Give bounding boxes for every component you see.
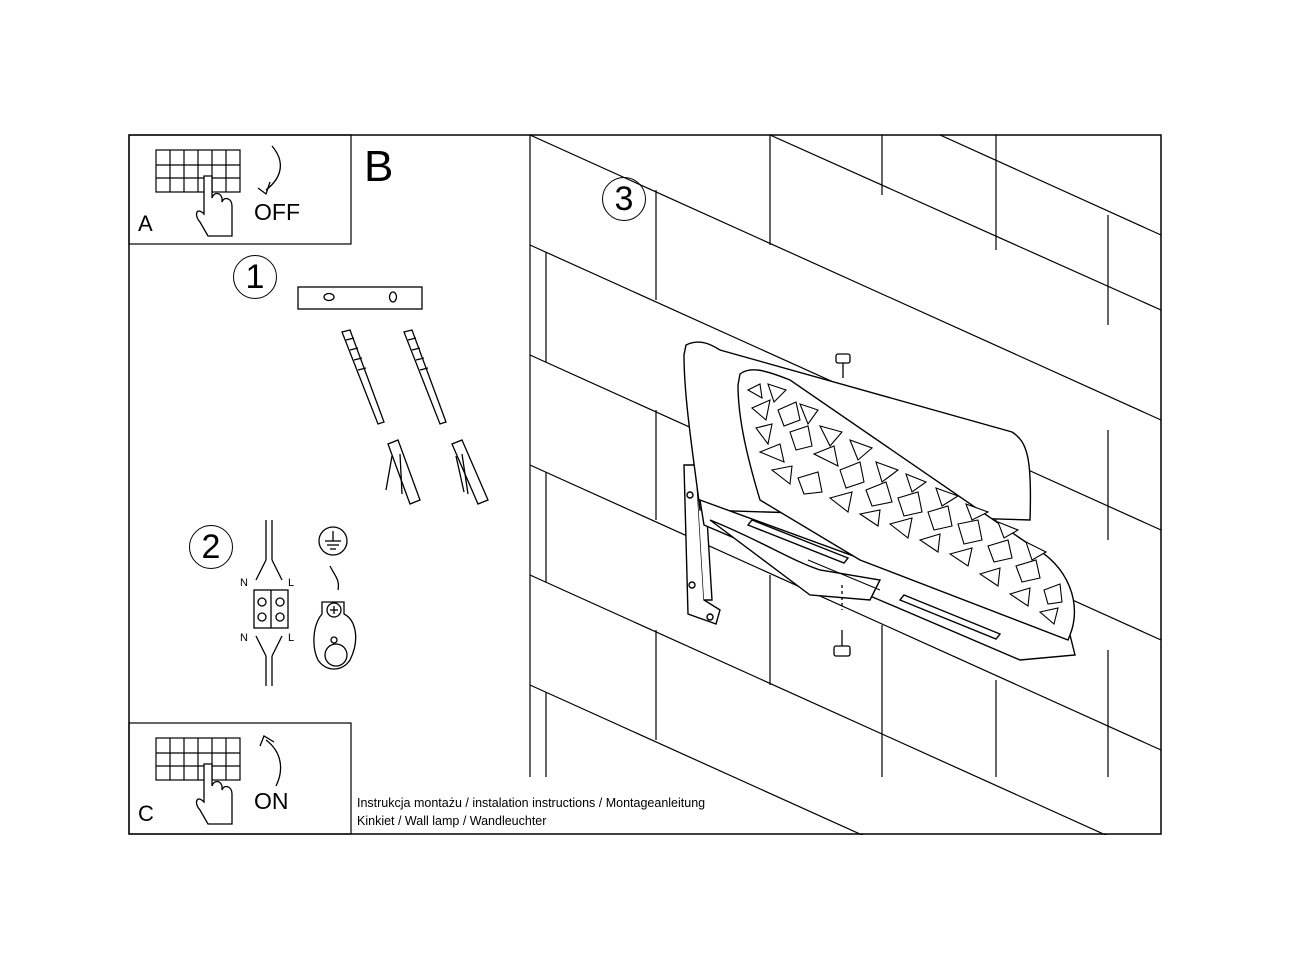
- caption-line-1: Instrukcja montażu / instalation instruc…: [357, 796, 706, 810]
- hand-icon: [195, 763, 233, 825]
- shade-pattern: [746, 383, 1063, 625]
- step-2-badge: 2: [189, 525, 233, 569]
- circuit-breaker-icon: [155, 737, 241, 781]
- wall-plug-icon: [385, 439, 489, 505]
- wire-l-bottom: L: [288, 632, 295, 644]
- off-label: OFF: [254, 199, 300, 225]
- on-label: ON: [254, 788, 289, 814]
- wire-l-top: L: [288, 577, 295, 589]
- mounting-bar: [297, 286, 423, 310]
- panel-c-letter: C: [138, 801, 154, 826]
- panel-c-frame: [128, 722, 352, 835]
- panel-a-frame: [128, 134, 352, 245]
- wire-n-bottom: N: [240, 632, 248, 644]
- outer-frame: [128, 134, 1162, 835]
- ground-symbol-icon: [313, 526, 357, 670]
- screw-icon: [341, 329, 447, 425]
- terminal-block-icon: [253, 520, 289, 686]
- wire-n-top: N: [240, 577, 248, 589]
- screw-icon: [833, 353, 851, 657]
- arrow-up-icon: [259, 735, 282, 787]
- section-letter: B: [364, 142, 394, 191]
- arrow-down-icon: [257, 145, 281, 196]
- caption-line-2: Kinkiet / Wall lamp / Wandleuchter: [357, 814, 547, 828]
- hand-icon: [195, 175, 233, 237]
- circuit-breaker-icon: [155, 149, 241, 193]
- step-1-badge: 1: [233, 255, 277, 299]
- step-3-badge: 3: [602, 177, 646, 221]
- panel-a-letter: A: [138, 211, 153, 236]
